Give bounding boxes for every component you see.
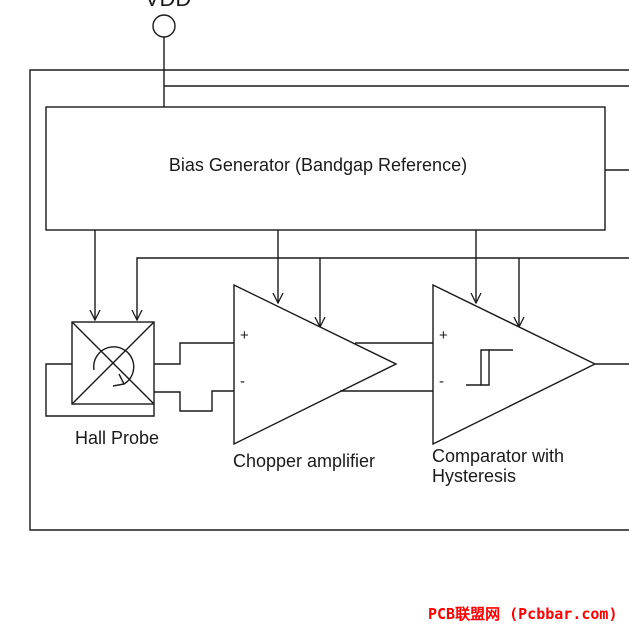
hall-bias-loop [45, 363, 155, 417]
comparator-label-line1: Comparator with [432, 446, 564, 466]
bias-generator-label: Bias Generator (Bandgap Reference) [169, 155, 467, 175]
chip-enclosure [29, 69, 629, 531]
bias-generator-block [45, 106, 606, 231]
bias-rail-secondary [137, 257, 629, 320]
hall-to-chopper-plus [154, 342, 236, 365]
chopper-amplifier-symbol [233, 283, 398, 446]
hysteresis-icon [466, 349, 513, 386]
vdd-label: VDD [145, 0, 191, 11]
comparator-label-line2: Hysteresis [432, 466, 516, 486]
hall-probe-symbol [71, 321, 155, 405]
comparator-plus-sign: + [439, 327, 448, 344]
chopper-plus-sign: + [240, 327, 249, 344]
vdd-terminal [152, 14, 176, 38]
chopper-amplifier-label: Chopper amplifier [233, 451, 375, 471]
hall-to-chopper-minus [154, 390, 236, 412]
comparator-minus-sign: - [439, 373, 444, 390]
comparator-symbol [432, 283, 597, 446]
hall-probe-label: Hall Probe [75, 428, 159, 448]
chopper-minus-sign: - [240, 373, 245, 390]
watermark-text: PCB联盟网 (Pcbbar.com) [428, 605, 618, 623]
